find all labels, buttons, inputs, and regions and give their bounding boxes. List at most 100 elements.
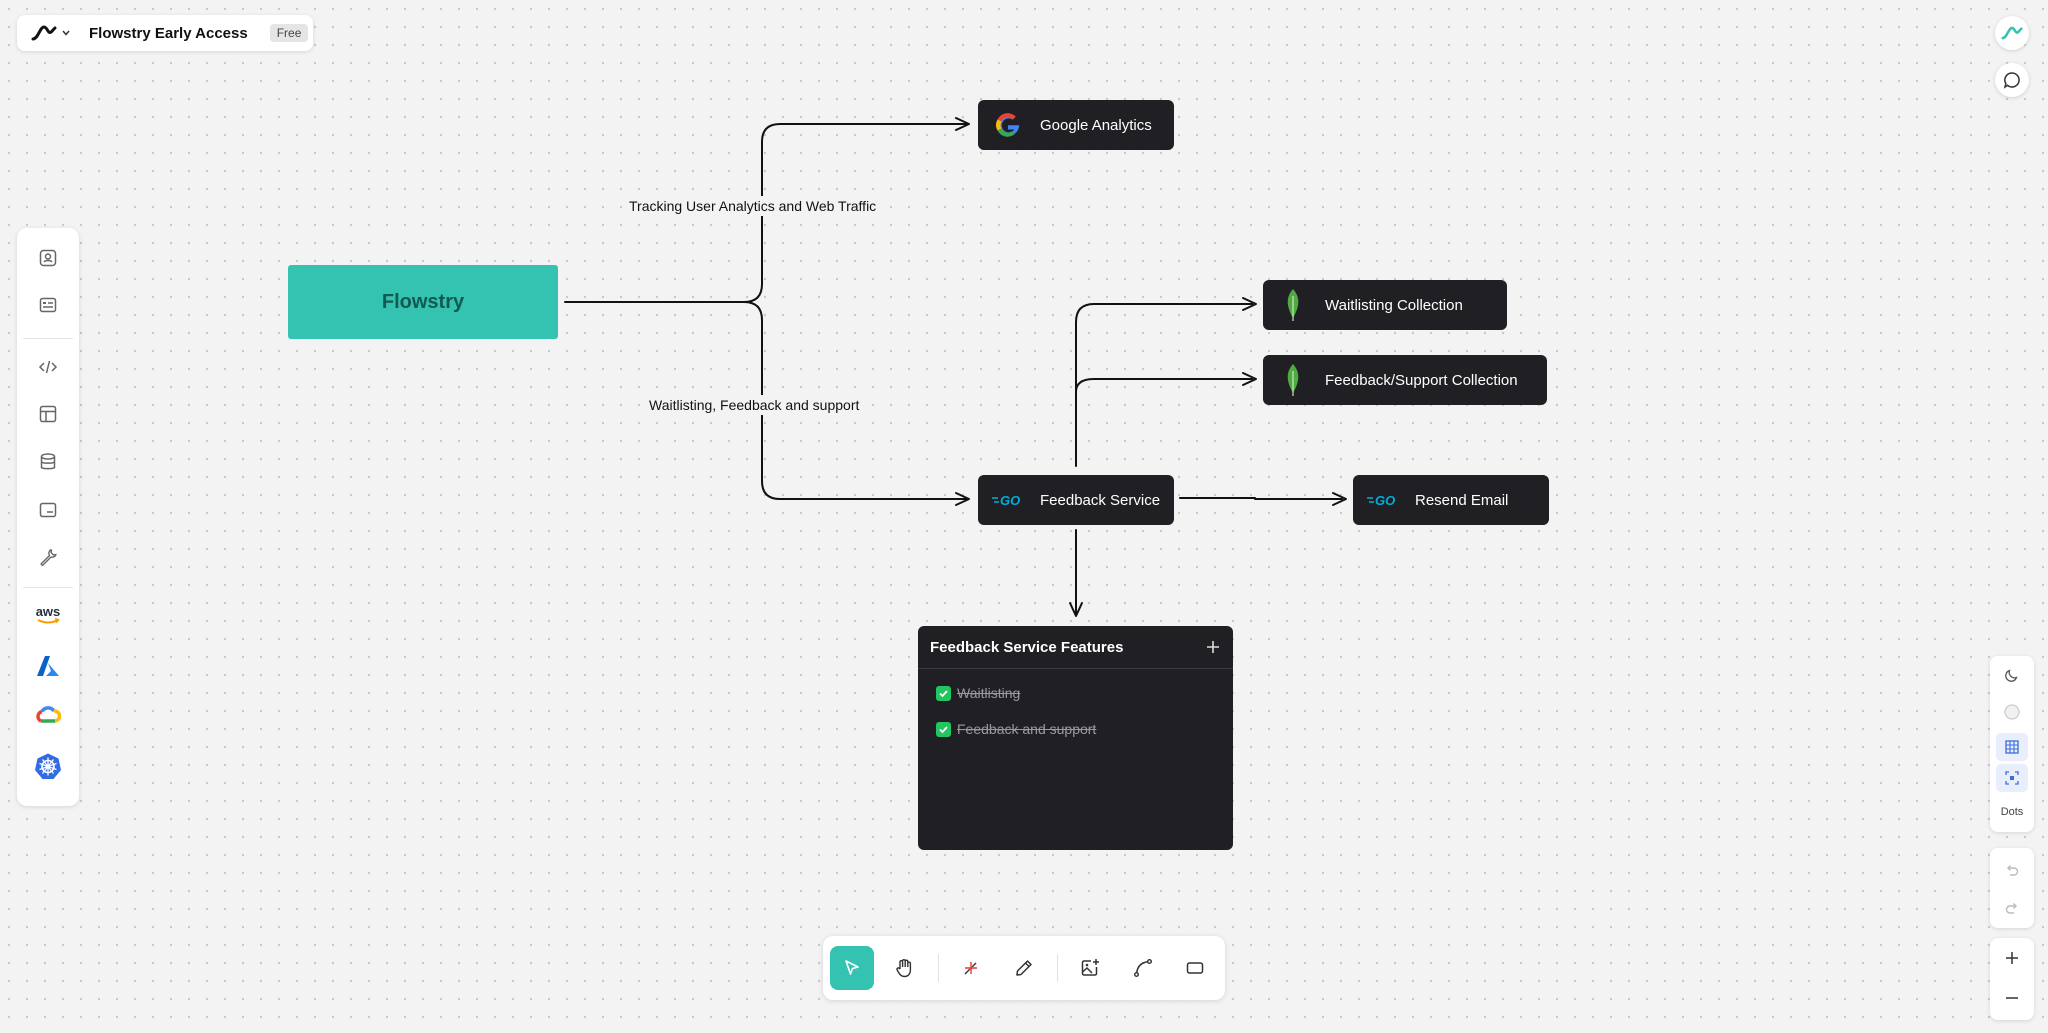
google-icon (988, 109, 1028, 141)
flowstry-home-button[interactable] (1995, 16, 2029, 50)
feedback-support-collection-node[interactable]: Feedback/Support Collection (1263, 355, 1547, 405)
sidebar-item-aws[interactable]: aws (30, 598, 66, 634)
zoom-out-button[interactable] (1996, 984, 2028, 1012)
sidebar-item-layout[interactable] (30, 396, 66, 432)
background-style-label: Dots (2000, 806, 2024, 818)
toolbar-divider (1057, 954, 1058, 982)
node-label: Feedback Service (1040, 491, 1161, 509)
chat-bubble-icon (2003, 72, 2020, 89)
rectangle-icon (1186, 962, 1204, 974)
node-label: Feedback/Support Collection (1325, 371, 1518, 389)
image-tool-button[interactable] (1068, 946, 1112, 990)
sidebar-item-list-card[interactable] (30, 287, 66, 323)
image-add-icon (1081, 959, 1099, 976)
svg-text:GO: GO (1000, 493, 1020, 508)
gcp-icon (36, 706, 61, 723)
arrowhead (955, 117, 970, 131)
hand-icon (896, 959, 912, 978)
background-color-button[interactable] (1996, 698, 2028, 726)
node-label: Waitlisting Collection (1325, 296, 1463, 314)
sidebar-item-panel[interactable] (30, 492, 66, 528)
toolbar-divider (938, 954, 939, 982)
checkbox[interactable] (936, 685, 951, 701)
sidebar-item-gcp[interactable] (30, 698, 66, 734)
card-title: Feedback Service Features (930, 638, 1124, 656)
checkbox[interactable] (936, 721, 951, 737)
view-settings-panel: Dots (1990, 656, 2034, 832)
edge-label-analytics[interactable]: Tracking User Analytics and Web Traffic (625, 196, 881, 216)
moon-icon (2005, 669, 2018, 682)
azure-icon (37, 656, 59, 676)
circle-icon (2004, 704, 2020, 720)
sidebar-item-code[interactable] (30, 349, 66, 385)
hand-tool-button[interactable] (883, 946, 927, 990)
connector-icon (1134, 959, 1152, 977)
svg-text:aws: aws (36, 604, 61, 619)
left-sidebar: aws (17, 228, 79, 806)
edge-feedback-to-resend (1179, 497, 1343, 500)
sidebar-item-kubernetes[interactable] (30, 748, 66, 784)
laser-pointer-icon (964, 962, 977, 975)
pencil-tool-button[interactable] (1002, 946, 1046, 990)
go-icon: GO (1363, 492, 1403, 508)
google-analytics-node[interactable]: Google Analytics (978, 100, 1174, 150)
zoom-in-button[interactable] (1996, 944, 2028, 972)
mongodb-icon (1273, 363, 1313, 397)
database-icon (40, 453, 56, 470)
checklist-item-label[interactable]: Waitlisting (957, 685, 1021, 701)
redo-icon (2005, 903, 2017, 914)
flowstry-logo-icon (2001, 26, 2023, 40)
plus-icon (2006, 952, 2018, 964)
arrowhead (955, 492, 970, 506)
comments-button[interactable] (1995, 63, 2029, 97)
check-icon (939, 725, 948, 733)
plus-icon[interactable] (1205, 639, 1221, 655)
grid-toggle-button[interactable] (1996, 733, 2028, 761)
go-icon: GO (988, 492, 1028, 508)
undo-button[interactable] (1996, 856, 2028, 884)
arrowhead (1242, 297, 1257, 311)
edge-label-feedback[interactable]: Waitlisting, Feedback and support (645, 395, 864, 415)
sidebar-item-azure[interactable] (30, 648, 66, 684)
connector-tool-button[interactable] (1121, 946, 1165, 990)
sidebar-item-database[interactable] (30, 444, 66, 480)
snap-icon (2005, 771, 2019, 785)
arrowhead (1332, 492, 1347, 506)
node-label: Google Analytics (1040, 116, 1152, 134)
feedback-features-card[interactable]: Feedback Service Features Waitlisting Fe… (918, 626, 1233, 850)
svg-text:GO: GO (1375, 493, 1395, 508)
contact-icon (39, 249, 57, 267)
list-card-icon (39, 297, 57, 313)
zoom-panel (1990, 938, 2034, 1020)
checklist-item: Waitlisting (936, 683, 1020, 703)
plan-badge: Free (269, 24, 309, 42)
laser-pointer-button[interactable] (949, 946, 993, 990)
pencil-icon (1016, 960, 1032, 976)
wrench-icon (40, 549, 57, 567)
chevron-down-icon (62, 30, 70, 36)
undo-icon (2007, 865, 2019, 876)
sidebar-divider (23, 338, 73, 339)
cursor-icon (845, 960, 859, 975)
edge-feedback-to-support (1075, 378, 1253, 393)
bottom-toolbar (823, 936, 1225, 1000)
history-panel (1990, 848, 2034, 928)
rectangle-tool-button[interactable] (1173, 946, 1217, 990)
code-icon (38, 360, 58, 374)
select-tool-button[interactable] (830, 946, 874, 990)
waitlisting-collection-node[interactable]: Waitlisting Collection (1263, 280, 1507, 330)
feedback-service-node[interactable]: GO Feedback Service (978, 475, 1174, 525)
project-bar: Flowstry Early Access Free (17, 15, 313, 51)
node-label: Resend Email (1415, 491, 1509, 509)
sidebar-item-tools[interactable] (30, 539, 66, 575)
project-title[interactable]: Flowstry Early Access (89, 24, 248, 42)
flowstry-node[interactable]: Flowstry (288, 265, 558, 339)
app-menu-button[interactable] (31, 24, 71, 42)
flowstry-logo-icon (31, 25, 57, 41)
sidebar-item-contact[interactable] (30, 240, 66, 276)
theme-toggle-button[interactable] (1996, 661, 2028, 689)
snap-toggle-button[interactable] (1996, 764, 2028, 792)
redo-button[interactable] (1996, 894, 2028, 922)
checklist-item-label[interactable]: Feedback and support (957, 721, 1097, 737)
resend-email-node[interactable]: GO Resend Email (1353, 475, 1549, 525)
